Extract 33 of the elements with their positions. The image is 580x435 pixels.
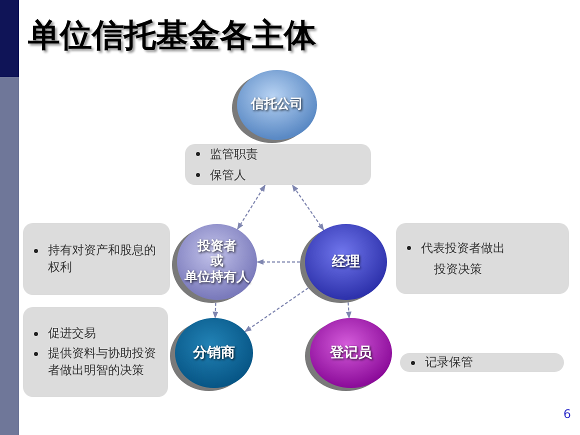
dashed-arrow [346,302,352,319]
side-bar [0,0,19,435]
bullet-text: 记录保管 [410,354,560,371]
text-panel [23,223,170,295]
dashed-arrow [244,288,309,332]
bullet-text: 促进交易 [33,325,161,342]
slide-title: 单位信托基金各主体 [28,15,316,55]
dashed-arrow [256,259,300,265]
bullet-text: 监管职责 [195,146,365,162]
node-label: 单位持有人 [184,270,250,286]
node-label: 分销商 [193,344,235,362]
text-panel [185,144,371,185]
bullet-text: 持有对资产和股息的权利 [33,242,161,276]
dashed-arrow [237,184,266,230]
dashed-arrow [292,184,324,231]
node-label: 或 [210,254,224,270]
circle-node [172,224,257,303]
node-label: 登记员 [330,344,372,362]
node-label: 信托公司 [251,97,303,113]
node-label: 投资者 [198,238,236,254]
circle-node [170,318,253,391]
circle-node [300,224,387,303]
text-panel [400,353,564,372]
bullet-text: 代表投资者做出投资决策 [406,238,514,280]
bullet-text: 提供资料与协助投资者做出明智的决策 [33,345,161,379]
page-number: 6 [563,407,571,421]
circle-node [305,318,392,391]
dashed-arrow [212,302,218,319]
bullet-text: 保管人 [195,166,365,184]
circle-node [232,70,317,143]
text-panel [396,223,569,294]
text-panel [23,307,168,397]
node-label: 经理 [332,254,360,270]
